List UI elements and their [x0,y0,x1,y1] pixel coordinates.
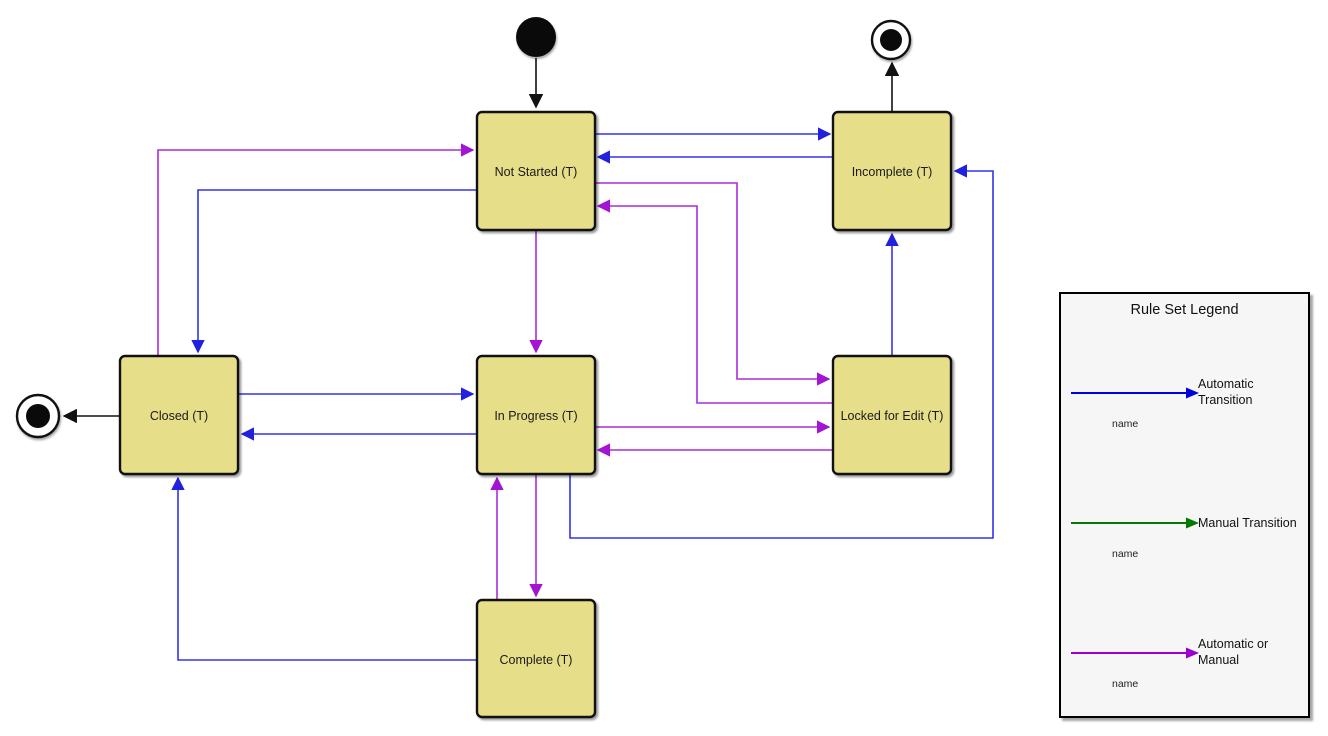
legend-name-manual: name [1112,548,1139,560]
state-locked-for-edit[interactable]: Locked for Edit (T) [831,354,953,476]
legend-label-automatic-or-manual: Automatic or Manual [1198,637,1269,667]
transition-locked-for-edit-to-not-started[interactable] [596,199,833,404]
state-complete[interactable]: Complete (T) [475,598,597,719]
legend-name-automatic: name [1112,418,1139,430]
final-node-left[interactable] [15,393,61,439]
transition-not-started-to-closed[interactable] [191,189,477,354]
legend-label-manual: Manual Transition [1198,516,1297,530]
state-closed-label: Closed (T) [150,409,208,423]
initial-node[interactable] [516,17,556,57]
transition-closed-to-not-started[interactable] [157,143,475,356]
legend-label-automatic: Automatic Transition [1198,377,1254,407]
legend-title: Rule Set Legend [1130,302,1239,318]
state-closed[interactable]: Closed (T) [118,354,240,476]
transition-not-started-to-locked-for-edit[interactable] [595,182,831,386]
rule-set-legend: Rule Set Legend Automatic Transition nam… [1059,292,1310,718]
transition-in-progress-to-incomplete[interactable] [569,164,994,539]
automatic-transition-arrow-icon [1071,387,1199,399]
manual-transition-arrow-icon [1071,517,1199,529]
final-node-top[interactable] [870,19,912,61]
state-not-started-label: Not Started (T) [495,165,578,179]
state-complete-label: Complete (T) [500,653,573,667]
transition-complete-to-closed[interactable] [171,476,477,661]
state-in-progress[interactable]: In Progress (T) [475,354,597,476]
state-locked-for-edit-label: Locked for Edit (T) [841,409,944,423]
state-not-started[interactable]: Not Started (T) [475,110,597,232]
automatic-or-manual-arrow-icon [1071,647,1199,659]
state-in-progress-label: In Progress (T) [494,409,577,423]
state-incomplete[interactable]: Incomplete (T) [831,110,953,232]
legend-name-automatic-or-manual: name [1112,678,1139,690]
state-incomplete-label: Incomplete (T) [852,165,933,179]
